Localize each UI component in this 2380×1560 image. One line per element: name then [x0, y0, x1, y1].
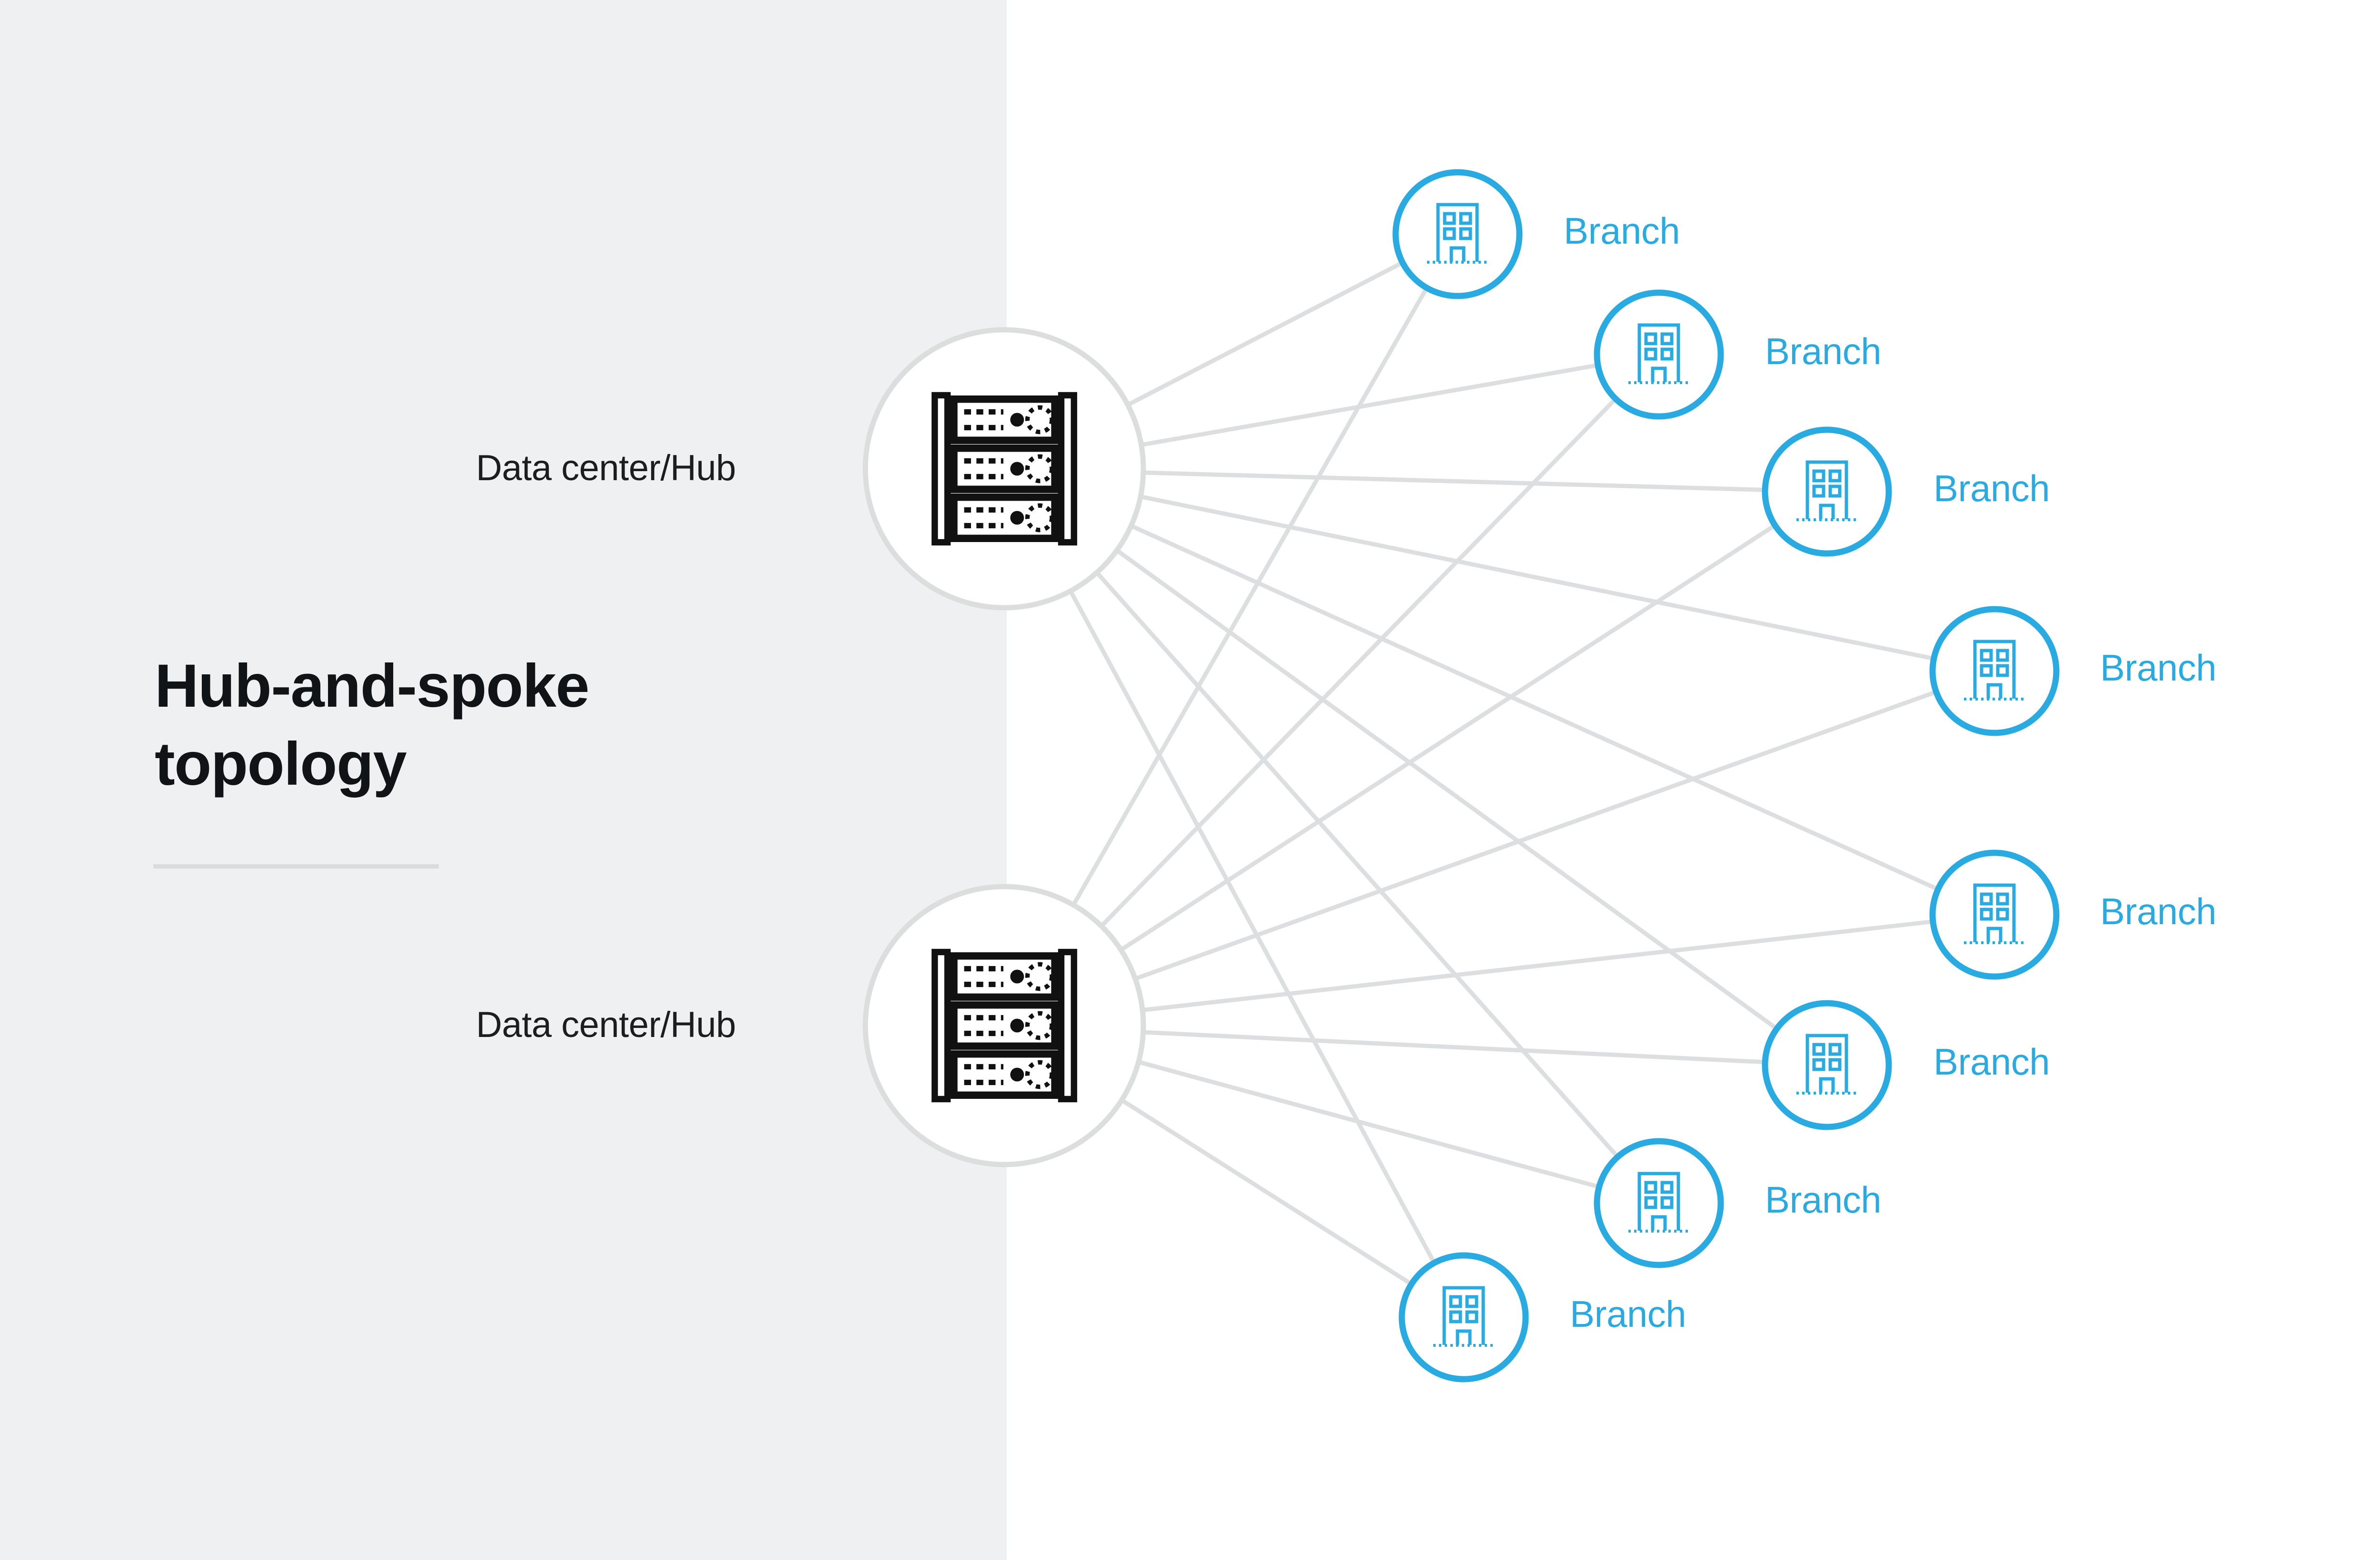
branch-circle: [1762, 426, 1892, 557]
spoke-line: [1004, 466, 1995, 673]
branch-circle: [1929, 606, 2060, 736]
branch-node-5[interactable]: [1929, 849, 2060, 980]
branch-node-3[interactable]: [1762, 426, 1892, 557]
hub-node-2[interactable]: [863, 884, 1146, 1167]
branch-circle: [1762, 1000, 1892, 1130]
hub-label-2: Data center/Hub: [476, 1005, 736, 1045]
branch-label-3: Branch: [1934, 467, 2050, 509]
branch-circle: [1594, 289, 1724, 420]
branch-circle: [1594, 1138, 1724, 1268]
branch-label-4: Branch: [2100, 647, 2217, 689]
branch-circle: [1398, 1252, 1529, 1382]
spoke-line: [1003, 490, 1828, 1027]
branch-label-2: Branch: [1765, 330, 1882, 372]
left-panel-background: [0, 0, 1007, 1560]
spoke-line: [1003, 466, 1995, 917]
hub-circle: [863, 884, 1146, 1167]
branch-node-2[interactable]: [1594, 289, 1724, 420]
spoke-line: [1002, 467, 1661, 1205]
spoke-line: [1004, 912, 1995, 1028]
hub-circle: [863, 327, 1146, 611]
spoke-lines-group: [1002, 232, 1995, 1319]
branch-node-4[interactable]: [1929, 606, 2060, 736]
branch-node-7[interactable]: [1594, 1138, 1724, 1268]
branch-circle: [1929, 849, 2060, 980]
title-line-2: topology: [155, 730, 407, 798]
title-divider-rule: [153, 864, 439, 869]
branch-label-8: Branch: [1570, 1293, 1686, 1335]
title-line-1: Hub-and-spoke: [155, 652, 590, 720]
spoke-line: [1003, 669, 1995, 1028]
spoke-line: [1003, 467, 1828, 1067]
branch-label-5: Branch: [2100, 890, 2217, 932]
spoke-line: [1002, 233, 1459, 1027]
branch-node-1[interactable]: [1392, 169, 1523, 299]
branch-label-7: Branch: [1765, 1179, 1882, 1221]
branch-label-6: Branch: [1934, 1041, 2050, 1083]
spoke-line: [1002, 467, 1466, 1319]
branch-node-8[interactable]: [1398, 1252, 1529, 1382]
page-title: Hub-and-spoke topology: [155, 647, 821, 803]
branch-node-6[interactable]: [1762, 1000, 1892, 1130]
hub-node-1[interactable]: [863, 327, 1146, 611]
hub-label-1: Data center/Hub: [476, 448, 736, 488]
branch-label-1: Branch: [1564, 210, 1680, 252]
branch-circle: [1392, 169, 1523, 299]
spoke-line: [1002, 353, 1661, 1027]
